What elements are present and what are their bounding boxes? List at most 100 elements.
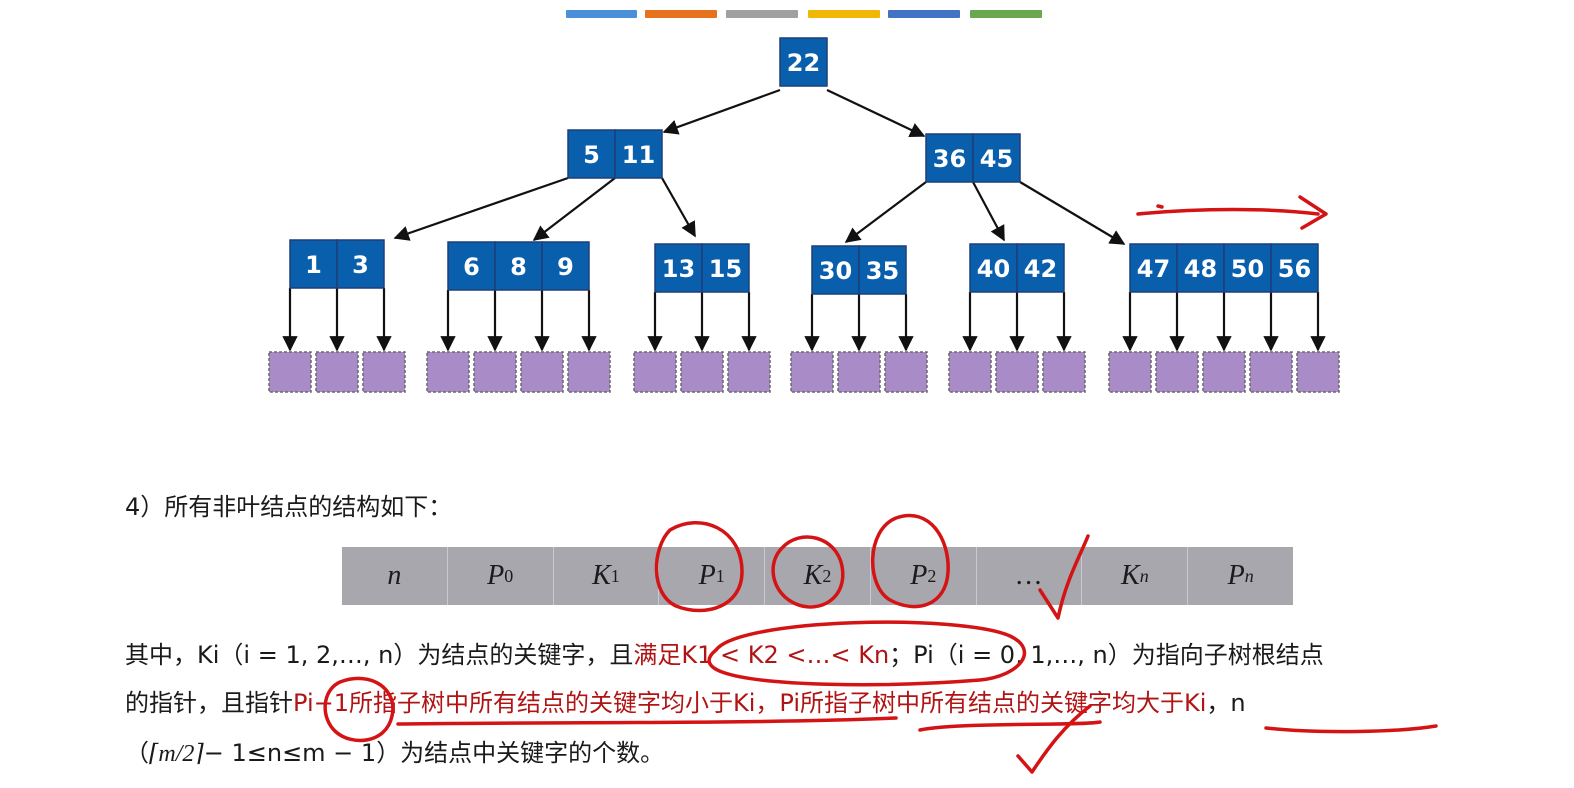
leaf-failure-node (315, 351, 359, 393)
btree-key-text: 3 (352, 251, 369, 279)
tree-edge-arrow (972, 181, 1005, 242)
leaf-failure-node (268, 351, 312, 393)
paragraph-line-2: 的指针，且指针Pi−1所指子树中所有结点的关键字均小于Ki，Pi所指子树中所有结… (125, 686, 1246, 720)
p3-text-b: − 1≤n≤m − 1）为结点中关键字的个数。 (203, 739, 665, 767)
struct-cell-subscript: 2 (927, 565, 937, 586)
leaf-failure-node (1296, 351, 1340, 393)
leaf-failure-node (1108, 351, 1152, 393)
btree-key-text: 5 (583, 141, 600, 169)
btree-key-text: 56 (1278, 255, 1311, 283)
btree-key-cell (701, 243, 750, 293)
tree-edge-arrow (393, 176, 569, 241)
btree-key-cell (925, 133, 974, 183)
paragraph-line-1: 其中，Ki（i = 1, 2,…, n）为结点的关键字，且满足K1 < K2 <… (125, 638, 1324, 672)
btree-key-cell (1270, 243, 1319, 293)
struct-cell-symbol: K (592, 560, 611, 591)
tree-edges (282, 88, 1326, 352)
legend-bar-gray (726, 10, 798, 18)
btree-key-text: 42 (1024, 255, 1057, 283)
tree-edge-arrow (844, 181, 927, 243)
p2-text-highlight: Pi−1所指子树中所有结点的关键字均小于Ki，Pi所指子树中所有结点的关键字均大… (293, 689, 1207, 717)
struct-cell: n (342, 547, 448, 605)
leaf-failure-node (995, 351, 1039, 393)
struct-cell-symbol: P (910, 560, 928, 591)
btree-key-cell (541, 241, 590, 291)
btree-key-cell (1016, 243, 1065, 293)
tree-edge-arrow (661, 177, 696, 238)
struct-cell-subscript: 2 (822, 565, 832, 586)
leaf-failure-node (727, 351, 771, 393)
leaf-failure-node (1155, 351, 1199, 393)
legend-bar-green (970, 10, 1042, 18)
leaf-failure-node (1042, 351, 1086, 393)
leaf-failure-node (948, 351, 992, 393)
btree-key-text: 40 (977, 255, 1010, 283)
btree-key-cell (336, 239, 385, 289)
btree-key-text: 8 (510, 253, 527, 281)
btree-key-text: 1 (305, 251, 322, 279)
btree-key-cell (811, 245, 860, 295)
struct-cell-symbol: P (698, 560, 716, 591)
p1-text-a: 其中，Ki（i = 1, 2,…, n）为结点的关键字，且 (125, 641, 634, 669)
btree-key-cell (1129, 243, 1178, 293)
leaf-failure-node (1249, 351, 1293, 393)
leaf-failure-node (473, 351, 517, 393)
btree-key-cell (779, 37, 828, 87)
btree-key-text: 22 (787, 49, 820, 77)
leaf-failure-node (633, 351, 677, 393)
btree-key-text: 36 (933, 145, 966, 173)
tree-edge-arrow (662, 88, 781, 135)
leaf-failure-node (680, 351, 724, 393)
btree-key-cell (858, 245, 907, 295)
btree-key-cell (1176, 243, 1225, 293)
annotation-underline-right (1264, 724, 1438, 734)
struct-cell-subscript: n (1244, 565, 1254, 586)
btree-key-text: 13 (662, 255, 695, 283)
struct-cell-symbol: … (1016, 560, 1042, 591)
struct-cell-subscript: 0 (504, 565, 514, 586)
btree-key-text: 9 (557, 253, 574, 281)
btree-node: 40 42 (969, 243, 1065, 293)
btree-node: 22 (779, 37, 828, 87)
legend-bar-yellow (808, 10, 880, 18)
tree-edge-arrow (532, 177, 616, 241)
leaf-failure-node (362, 351, 406, 393)
legend-bar-darkblue (888, 10, 960, 18)
struct-cell-symbol: P (487, 560, 505, 591)
annotation-underline-mid (918, 720, 1102, 732)
struct-cell-symbol: K (1121, 560, 1140, 591)
btree-key-cell (972, 133, 1021, 183)
p3-text-a: （ (125, 739, 149, 767)
p2-text-a: 的指针，且指针 (125, 689, 293, 717)
leaf-failure-node (426, 351, 470, 393)
struct-cell-subscript: 1 (610, 565, 620, 586)
p1-text-highlight: 满足K1 < K2 <…< Kn (633, 641, 890, 669)
leaf-failure-node (1202, 351, 1246, 393)
btree-key-cell (447, 241, 496, 291)
btree-node: 36 45 (925, 133, 1021, 183)
btree-key-text: 48 (1184, 255, 1217, 283)
p2-text-c: ，n (1206, 689, 1246, 717)
btree-key-cell (289, 239, 338, 289)
p3-ceil-expr: ⌈m/2⌉ (149, 741, 204, 767)
p1-text-c: ；Pi（i = 0, 1,…, n）为指向子树根结点 (889, 641, 1324, 669)
btree-key-text: 50 (1231, 255, 1264, 283)
leaf-failure-node (837, 351, 881, 393)
tree-edge-arrow (1019, 181, 1126, 245)
btree-key-text: 45 (980, 145, 1013, 173)
btree-key-cell (654, 243, 703, 293)
leaf-failure-node (520, 351, 564, 393)
